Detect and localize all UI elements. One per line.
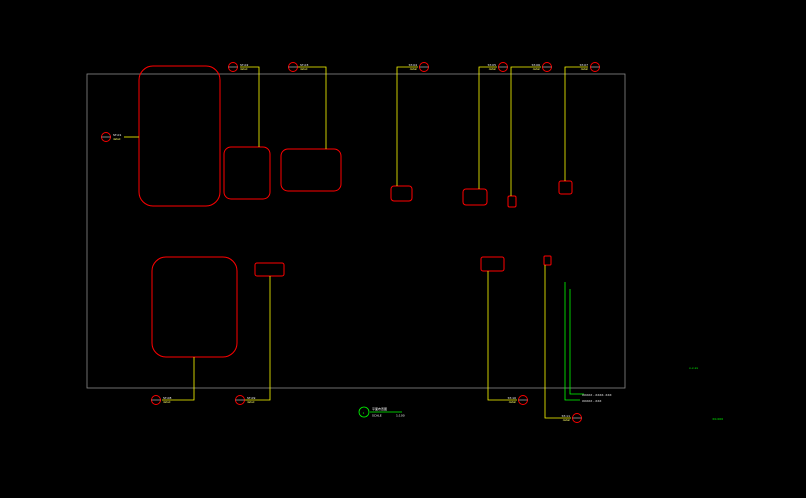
leader-t7 (564, 66, 588, 181)
outline-large-tank-bottom (151, 256, 238, 358)
tag-sub: detail (410, 67, 418, 71)
outline-small-3 (507, 195, 517, 208)
leader-t2 (240, 66, 260, 147)
outline-box-a (223, 146, 271, 200)
title-block: 1 平面布置图 SCALE 1:100 (358, 406, 405, 418)
tag-sub: detail (533, 67, 541, 71)
leader-t4 (396, 66, 418, 186)
leader-t11 (544, 265, 571, 419)
tag-sub: detail (489, 67, 497, 71)
tag-code: ST-01 (113, 133, 121, 137)
outline-small-2 (462, 188, 488, 206)
outline-small-4 (558, 180, 573, 195)
equipment-outlines (138, 65, 573, 358)
tag-code: ST-02 (240, 63, 248, 67)
tag-markers: ST-01detailST-02detailST-03detailST-04de… (101, 62, 600, 423)
tag-sub: detail (247, 400, 255, 404)
drawing-frame (86, 73, 626, 389)
tag-code: ST-07 (580, 63, 588, 67)
scale-value: 1:100 (396, 414, 405, 418)
leader-t6 (510, 66, 541, 196)
leader-t10 (487, 271, 517, 401)
tag-code: ST-04 (409, 63, 417, 67)
tag-code: ST-11 (562, 414, 570, 418)
leader-t3 (298, 66, 327, 149)
green-level-label: ±0.000 (712, 417, 723, 421)
annotation-line-1 (564, 282, 580, 401)
outline-small-5 (254, 262, 285, 277)
tag-sub: detail (113, 137, 121, 141)
tag-sub: detail (563, 418, 571, 422)
outline-box-b (280, 148, 342, 192)
leader-t8 (162, 357, 195, 401)
leader-lines (124, 66, 588, 419)
title-number: 1 (363, 411, 365, 415)
note-1: XXXXX - XXXX. XXX (582, 393, 612, 397)
outline-large-tank-top (138, 65, 221, 207)
title-text: 平面布置图 (372, 406, 387, 411)
tag-code: ST-05 (488, 63, 496, 67)
outline-small-6 (480, 256, 505, 272)
annotation-lines (370, 282, 584, 413)
tag-sub: detail (300, 67, 308, 71)
leader-t5 (478, 66, 497, 189)
green-note-small: x-x.xx (689, 366, 698, 370)
annotation-line-2 (569, 289, 584, 395)
tag-sub: detail (163, 400, 171, 404)
leader-t9 (245, 276, 271, 401)
tag-sub: detail (581, 67, 589, 71)
tag-code: ST-06 (532, 63, 540, 67)
outline-small-1 (390, 185, 413, 202)
tag-code: ST-09 (247, 396, 255, 400)
tag-code: ST-03 (300, 63, 308, 67)
tag-sub: detail (240, 67, 248, 71)
note-2: XXXXX - XXX (582, 399, 601, 403)
outline-small-7 (543, 255, 552, 266)
scale-label: SCALE (372, 414, 382, 418)
tag-sub: detail (509, 400, 517, 404)
tag-code: ST-08 (163, 396, 171, 400)
title-number-circle (358, 406, 370, 418)
tag-code: ST-10 (508, 396, 516, 400)
